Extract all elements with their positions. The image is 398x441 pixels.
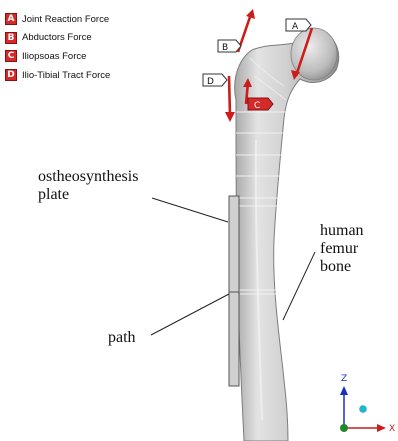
path-leader-line xyxy=(151,294,229,335)
z-axis-arrowhead xyxy=(340,386,348,395)
callout-a: A xyxy=(286,19,311,32)
y-axis-marker xyxy=(359,405,367,413)
plate-leader-line xyxy=(152,198,228,222)
bone-annotation-line2: femur xyxy=(320,240,364,258)
bone-annotation: human femur bone xyxy=(320,222,364,276)
plate-annotation: ostheosynthesis plate xyxy=(38,168,138,204)
x-axis-label: X xyxy=(389,424,395,434)
path-annotation: path xyxy=(108,329,136,347)
x-axis-arrowhead xyxy=(377,424,386,432)
axis-triad: Z X xyxy=(340,374,395,434)
callout-d: D xyxy=(203,74,227,87)
z-axis-label: Z xyxy=(341,374,347,384)
plate-annotation-line2: plate xyxy=(38,186,138,204)
force-arrow-d xyxy=(225,76,235,122)
bone-leader-line xyxy=(283,252,315,320)
bone-annotation-line1: human xyxy=(320,222,364,240)
callout-c: C xyxy=(248,98,273,111)
plate-annotation-line1: ostheosynthesis xyxy=(38,168,138,186)
callout-c-label: C xyxy=(254,101,260,111)
osteosynthesis-plate xyxy=(229,196,239,386)
bone-annotation-line3: bone xyxy=(320,258,364,276)
callout-a-label: A xyxy=(292,22,299,32)
callout-b-label: B xyxy=(222,43,228,53)
callout-d-label: D xyxy=(207,77,214,87)
axis-origin xyxy=(340,424,348,432)
